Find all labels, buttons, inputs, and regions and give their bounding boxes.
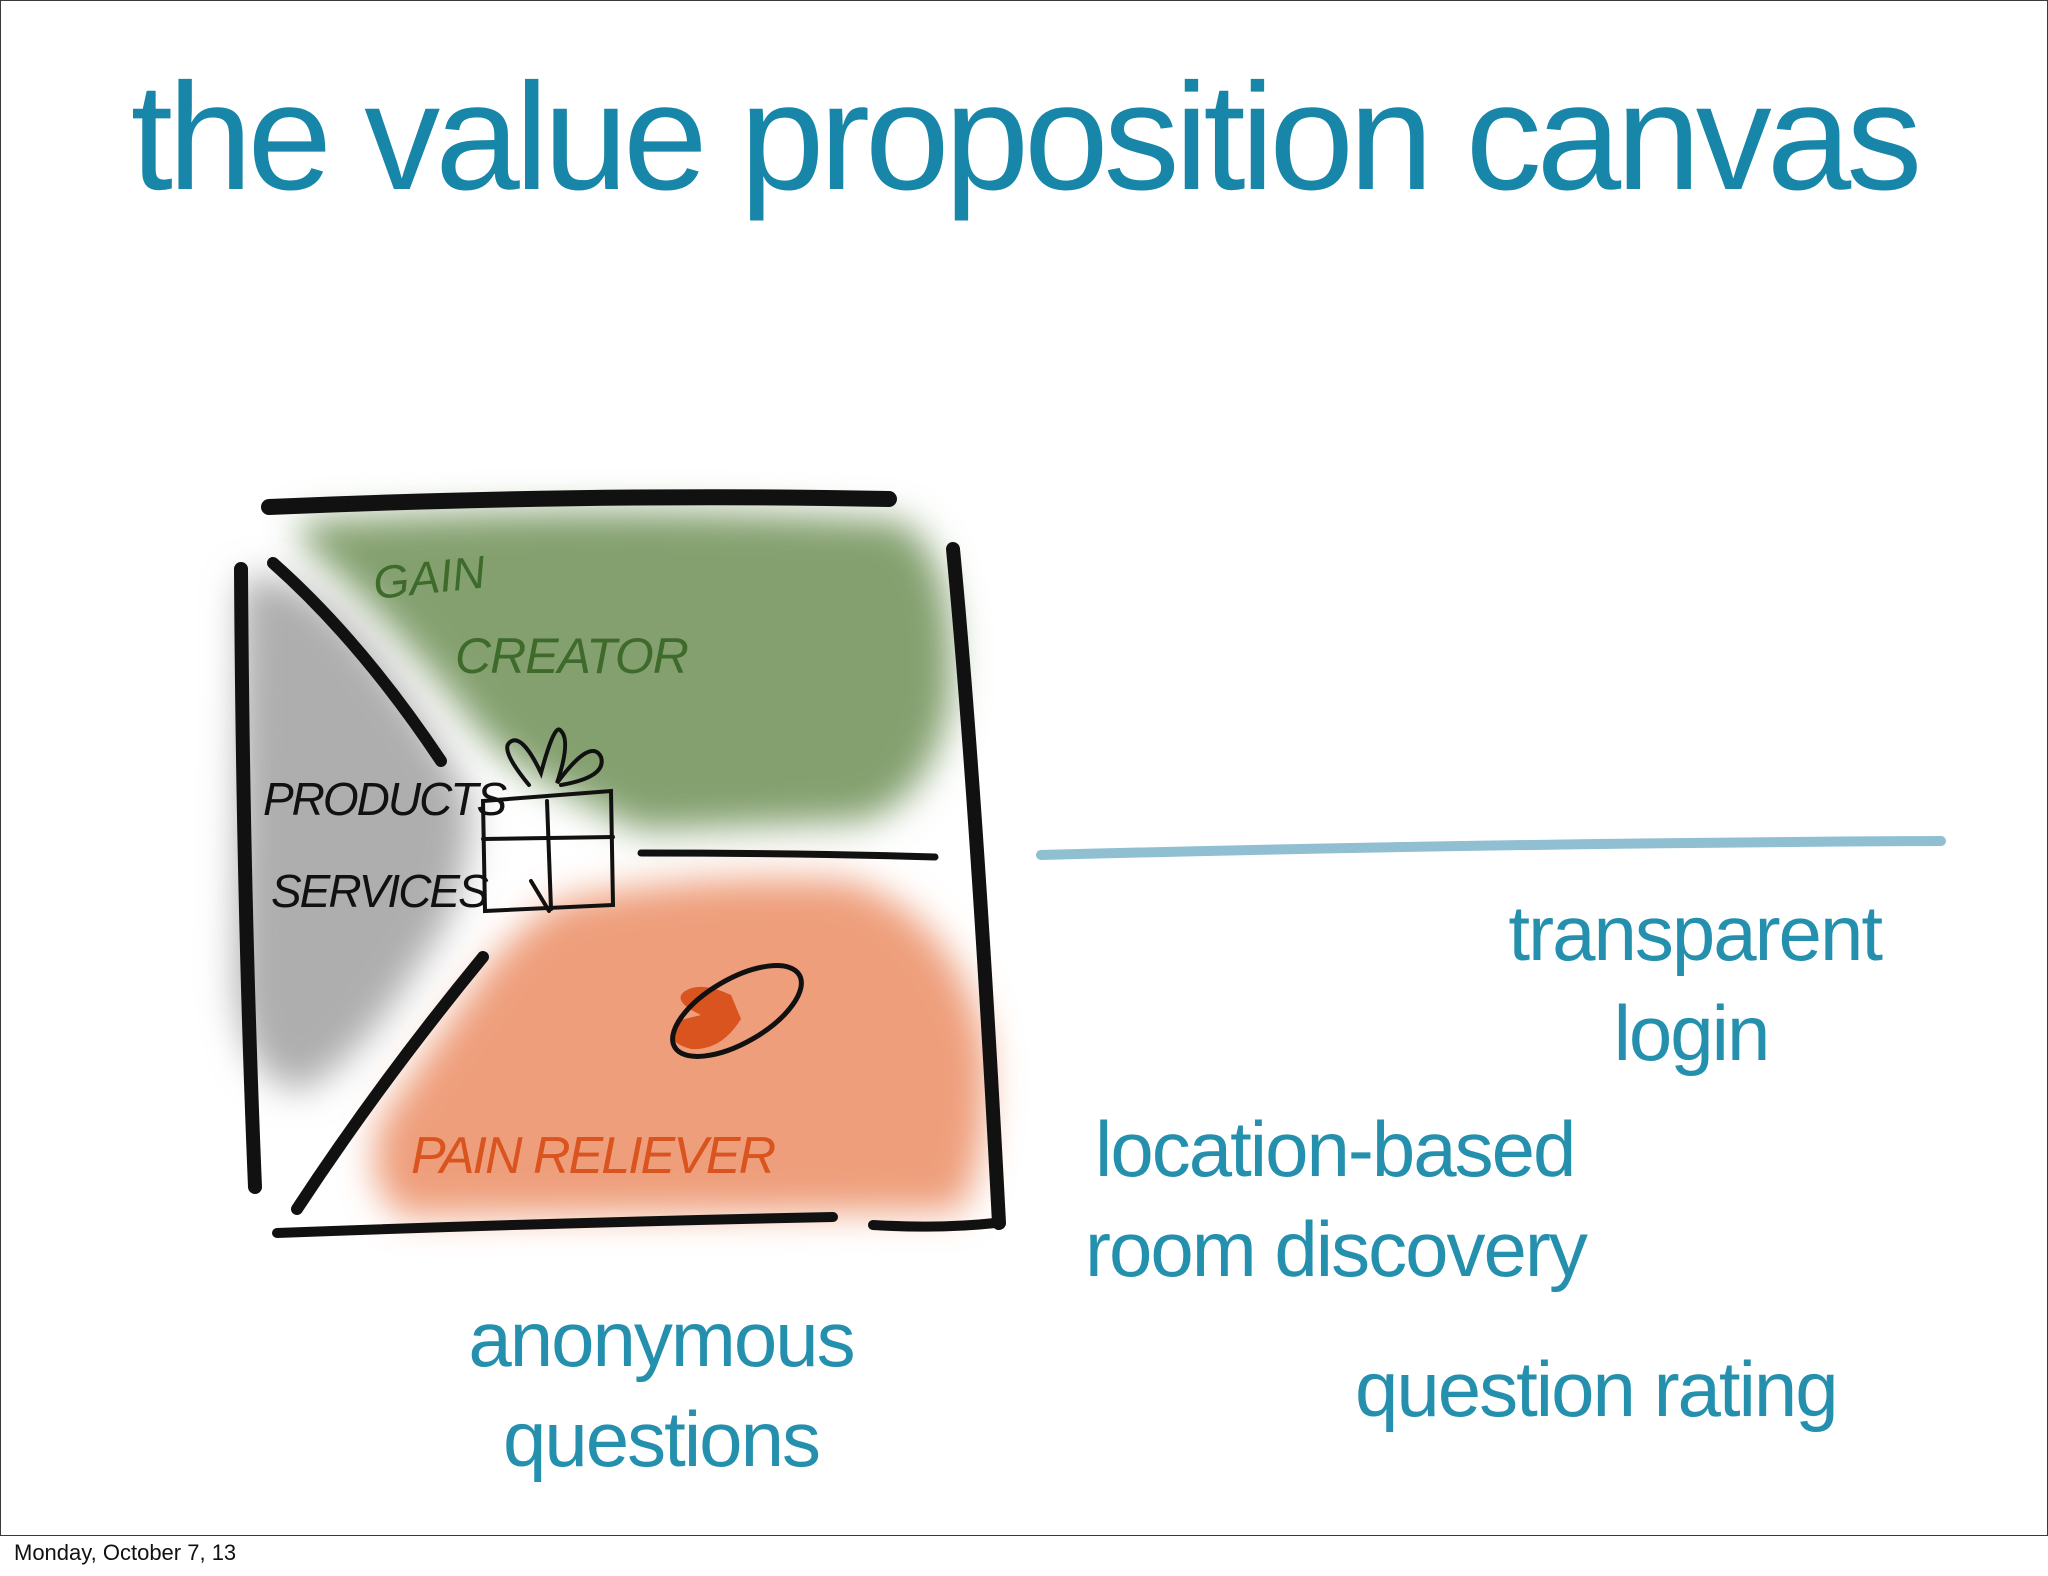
pain-reliever-label: PAIN RELIEVER [411,1127,775,1185]
gain-creator-label-2: CREATOR [455,628,688,684]
footer-date: Monday, October 7, 13 [14,1540,237,1565]
products-wash [236,577,471,1091]
slide-title: the value proposition canvas [130,52,1923,222]
divider-line [1036,836,1946,860]
value-proposition-sketch: GAIN CREATOR PRODUCTS SERVICES PAIN RELI… [234,489,1946,1238]
gain-creator-wash [301,511,953,831]
slide: the value proposition canvas [0,0,2048,1536]
canvas-frame [234,489,1006,1238]
gift-icon [480,727,616,914]
feature-transparent: transparent [1508,889,1883,977]
feature-location-based: location-based [1095,1105,1576,1193]
feature-room-discovery: room discovery [1085,1205,1588,1293]
gain-creator-label: GAIN [371,545,489,609]
feature-question-rating: question rating [1355,1345,1839,1433]
products-label: PRODUCTS [263,773,507,825]
services-label: SERVICES [271,865,489,917]
feature-questions: questions [503,1395,821,1483]
pill-icon [670,963,804,1059]
pain-reliever-wash [374,878,987,1216]
feature-login: login [1613,989,1771,1077]
feature-anonymous: anonymous [468,1295,855,1383]
